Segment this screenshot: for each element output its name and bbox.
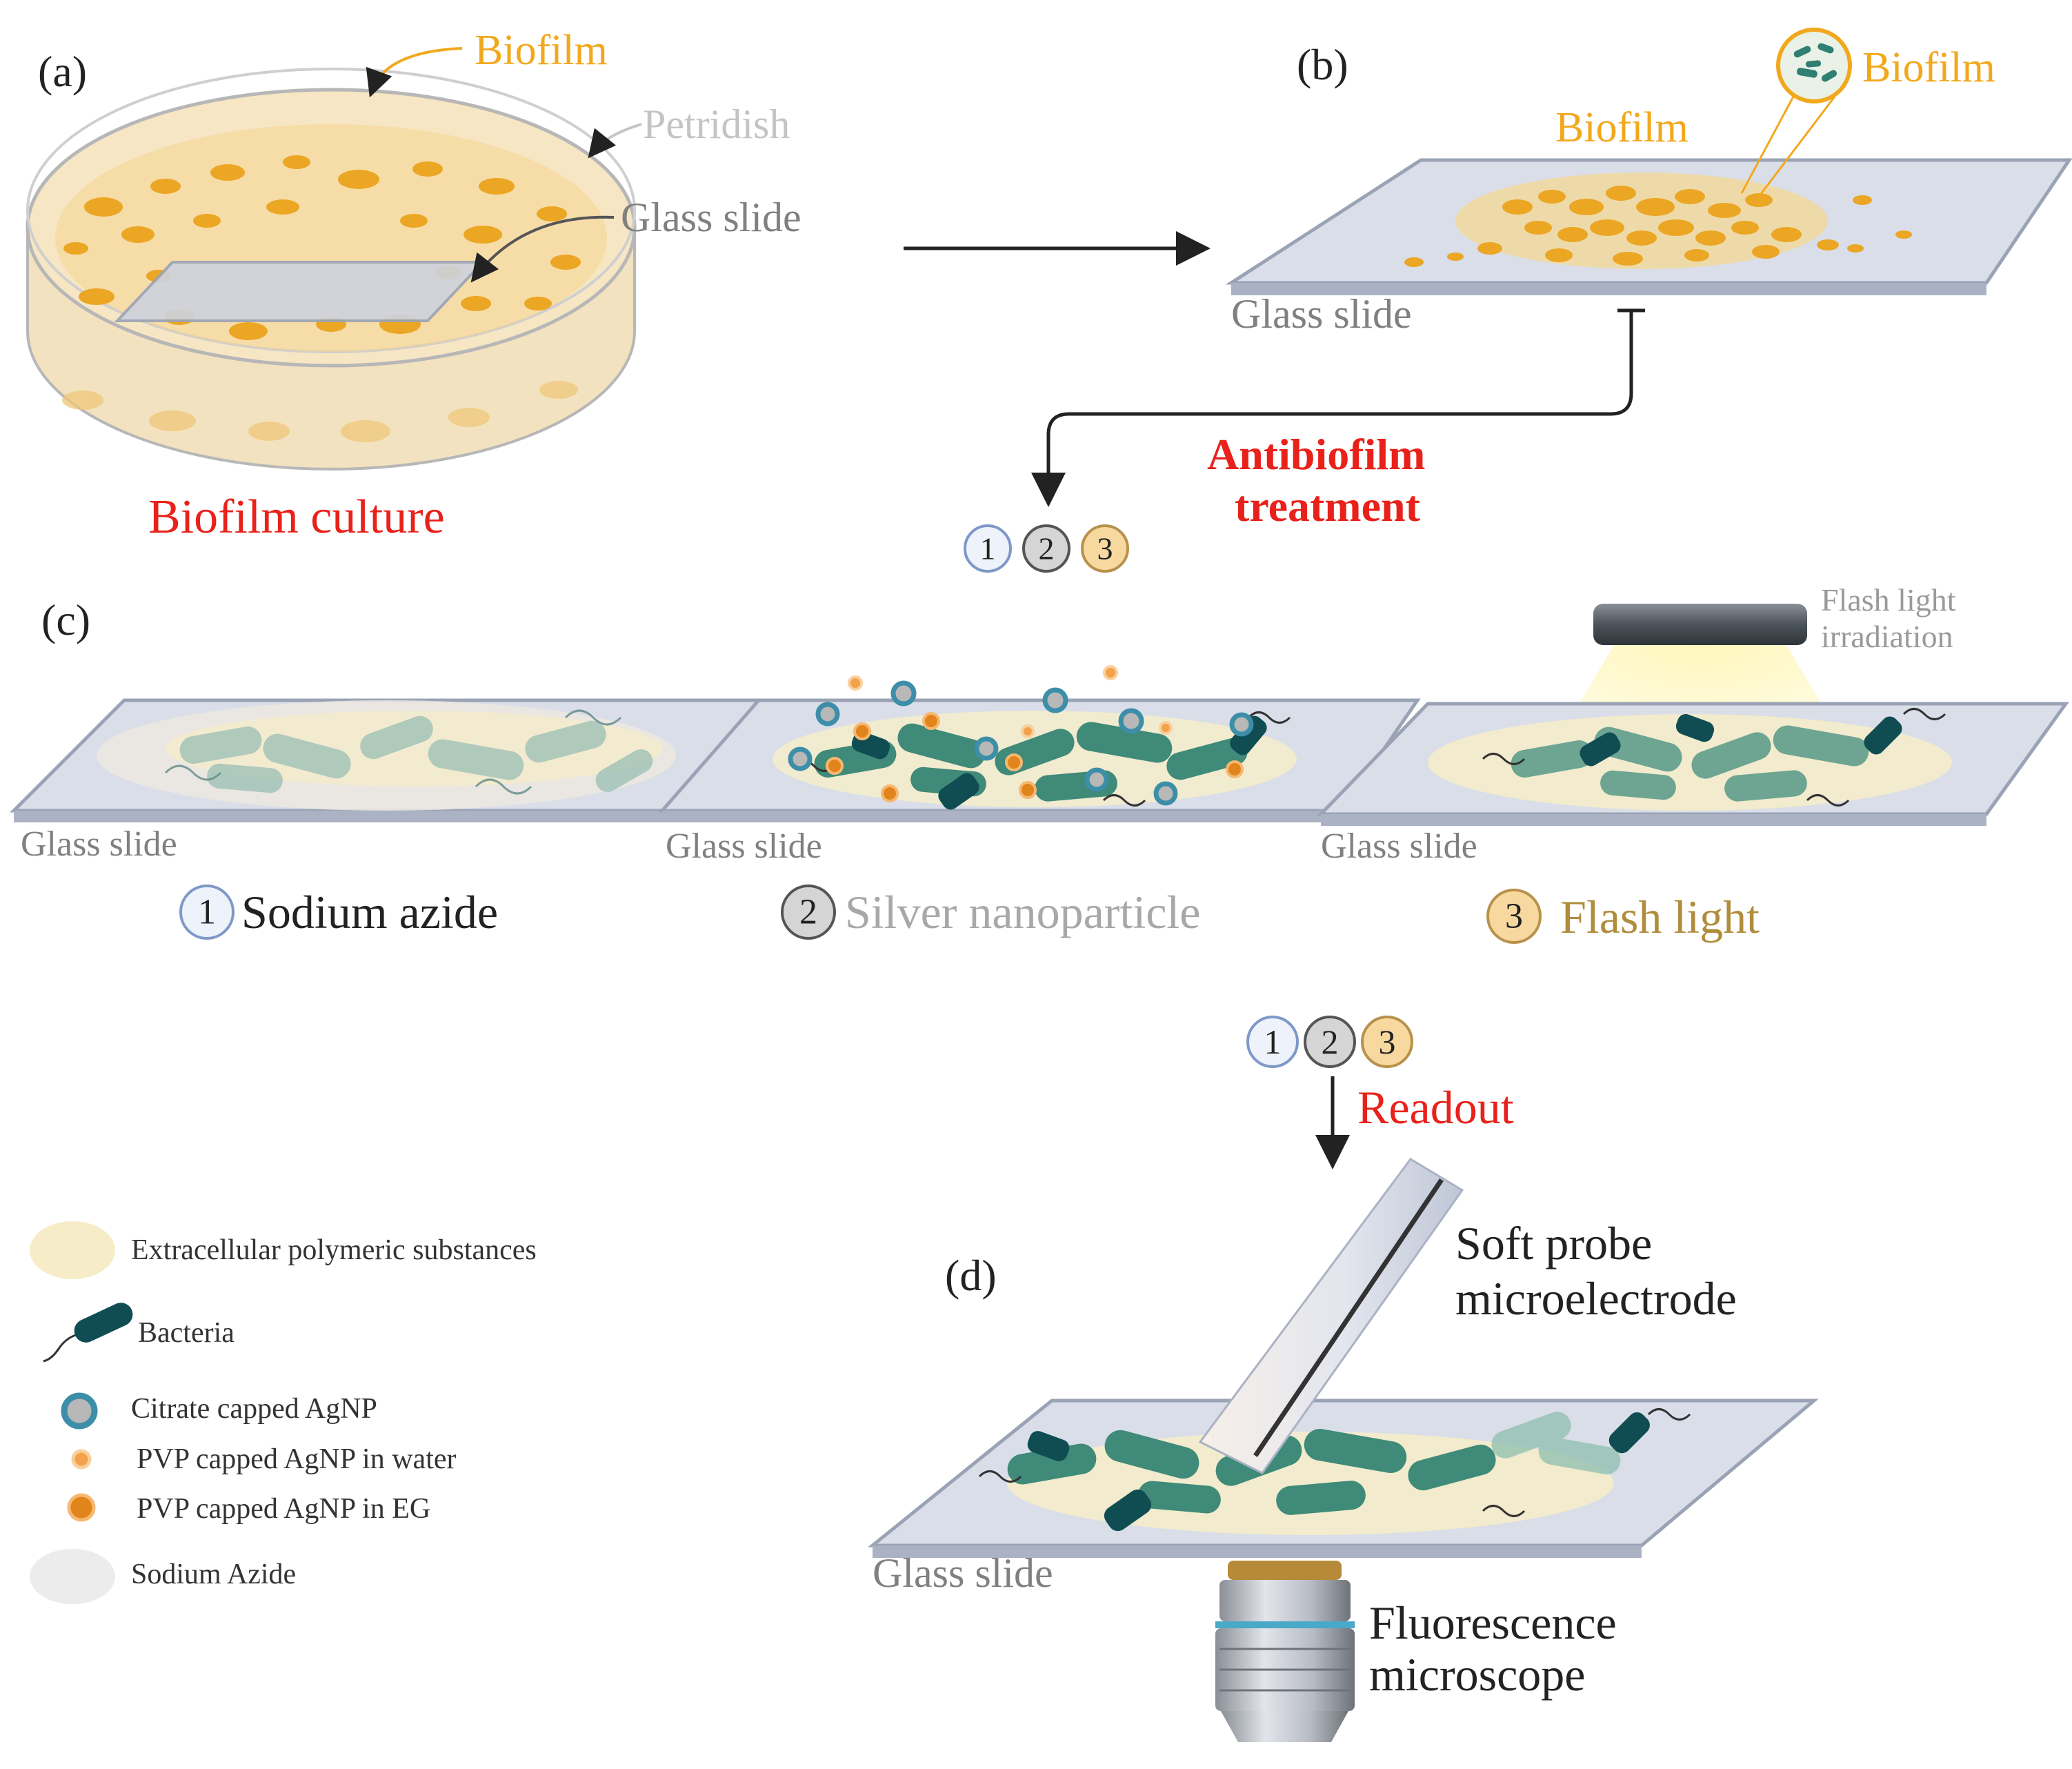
petri-glass-label: Glass slide [621,195,801,240]
panel-d: 1 2 3 Readout (d) [867,1016,1819,1742]
treatment-step-1-badge [964,524,1012,573]
slide-c1-glass-label: Glass slide [21,824,177,864]
readout-step-1: 1 [1264,1022,1282,1061]
legend: Extracellular polymeric substances Bacte… [30,1221,537,1604]
treatment-step-2-badge [1022,524,1070,573]
sodium-azide-blob-icon [30,1549,115,1604]
silver-nanoparticle-caption: Silver nanoparticle [845,886,1200,938]
flash-light-caption: Flash light [1560,891,1760,943]
treatment-step-3: 3 [1097,531,1113,566]
legend-label-pvp-eg: PVP capped AgNP in EG [137,1493,430,1525]
pvp-water-agnp-icon [71,1449,92,1470]
panel-c-letter: (c) [41,595,90,644]
flash-lamp-icon [1593,604,1807,645]
microscope-label-line1: Fluorescence [1369,1597,1617,1649]
pvp-water-agnp-particles [848,665,1173,738]
petridish-label: Petridish [643,101,790,147]
bacteria-cluster-c3 [1482,708,1946,807]
probe-label-line2: microelectrode [1455,1272,1737,1325]
treatment-step-3-badge [1081,524,1129,573]
biofilm-culture-caption: Biofilm culture [148,491,445,544]
treatment-steps: 1 2 3 [964,524,1129,573]
slide-c2 [658,665,1421,822]
slide-b-glass-label: Glass slide [1231,291,1412,337]
flash-irradiation-line2: irradiation [1821,619,1953,654]
eps-blob-icon [30,1221,115,1279]
slide-d [867,1399,1819,1558]
treatment-step-2: 2 [1039,531,1055,566]
slide-d-glass-label: Glass slide [873,1550,1053,1596]
readout-step-1-badge [1246,1016,1299,1068]
fluorescence-microscope [1215,1561,1355,1742]
biofilm-zoom-bacteria-icon [1793,43,1837,82]
flash-irradiation-line1: Flash light [1821,582,1956,617]
treatment-label-line1: Antibiofilm [1207,430,1425,479]
legend-label-sodium-azide: Sodium Azide [131,1559,296,1590]
probe-label-line1: Soft probe [1455,1217,1652,1269]
treatment-step-1: 1 [980,531,996,566]
panel-b-letter: (b) [1297,40,1348,89]
citrate-agnp-icon [61,1392,98,1430]
glass-slide-in-dish [114,261,486,322]
panel-c: (c) Glass slide [9,582,2069,944]
microscope-label-line2: microscope [1369,1648,1585,1701]
caption-step-2-badge [781,884,836,940]
slide-c2-glass-label: Glass slide [666,827,822,866]
readout-step-2-badge [1304,1016,1356,1068]
caption-step-2: 2 [799,893,817,932]
panel-a-letter: (a) [38,47,87,96]
caption-step-3-badge [1486,889,1542,944]
pvp-eg-agnp-icon [67,1493,96,1522]
caption-step-1: 1 [198,893,216,932]
biofilm-on-slide [1404,172,1912,269]
panel-b: (b) [1225,28,2072,337]
readout-step-3-badge [1361,1016,1413,1068]
caption-step-3: 3 [1505,897,1523,936]
bacteria-icon [43,1303,133,1363]
readout-label: Readout [1357,1081,1514,1134]
petri-biofilm-label: Biofilm [475,27,608,74]
zoom-biofilm-label: Biofilm [1862,44,1995,91]
soft-probe-microelectrode [1198,1158,1464,1474]
panel-a: (a) Biofilm Petridish Glass slide Biofil… [26,27,801,544]
panel-d-letter: (d) [945,1251,997,1300]
legend-label-citrate: Citrate capped AgNP [131,1393,377,1425]
citrate-agnp-particles [788,680,1254,806]
readout-step-3: 3 [1379,1022,1396,1061]
pvp-eg-agnp-particles [826,712,1244,802]
sodium-azide-caption: Sodium azide [241,886,498,938]
treatment-label-line2: treatment [1235,482,1421,531]
slide-c3-glass-label: Glass slide [1321,827,1477,866]
legend-label-pvp-water: PVP capped AgNP in water [137,1443,457,1475]
caption-step-1-badge [179,884,235,940]
legend-label-eps: Extracellular polymeric substances [131,1234,537,1266]
slide-c1 [9,698,776,822]
slide-c3 [1317,604,2069,826]
treatment-arrow: Antibiofilm treatment [1031,308,1645,531]
slide-biofilm-label: Biofilm [1555,104,1689,151]
readout-step-2: 2 [1322,1022,1339,1061]
legend-label-bacteria: Bacteria [138,1317,235,1349]
